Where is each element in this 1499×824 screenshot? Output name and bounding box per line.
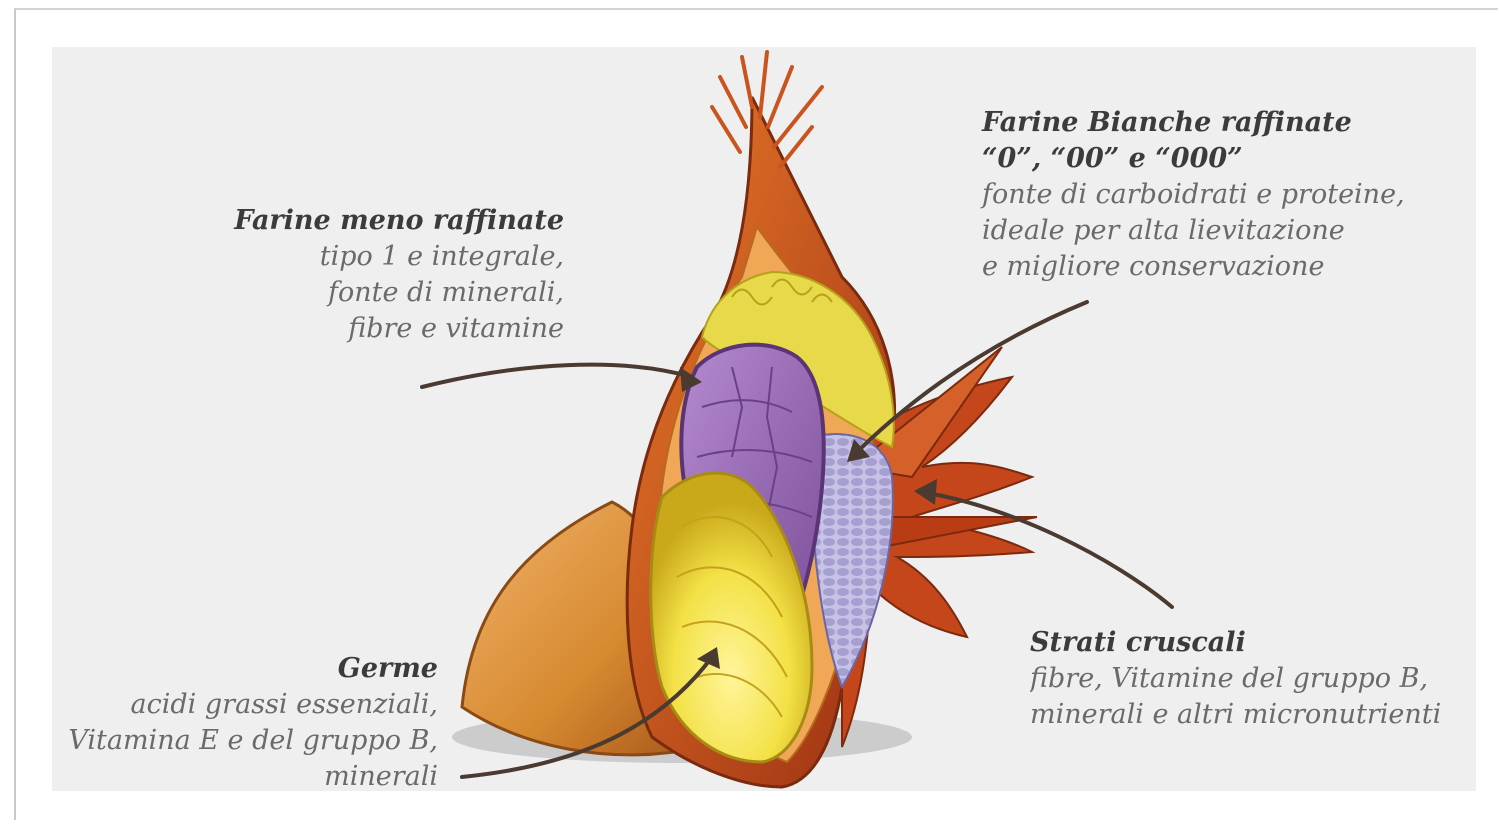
arrow-farine-meno (422, 365, 692, 387)
label-farine-meno-raffinate: Farine meno raffinate tipo 1 e integrale… (192, 203, 564, 347)
label-title: Farine meno raffinate (192, 203, 564, 239)
label-title: Strati cruscali (1030, 625, 1476, 661)
label-line: tipo 1 e integrale, (192, 239, 564, 275)
label-strati-cruscali: Strati cruscali fibre, Vitamine del grup… (1030, 625, 1476, 733)
label-line: minerali (52, 759, 438, 791)
label-line: fonte di minerali, (192, 275, 564, 311)
label-title-grades: “0”, “00” e “000” (982, 141, 1462, 177)
label-title: Farine Bianche raffinate (982, 105, 1462, 141)
label-line: fonte di carboidrati e proteine, (982, 177, 1462, 213)
label-line: minerali e altri micronutrienti (1030, 697, 1476, 733)
label-line: fibre e vitamine (192, 311, 564, 347)
label-title: Germe (52, 651, 438, 687)
label-line: fibre, Vitamine del gruppo B, (1030, 661, 1476, 697)
label-line: Vitamina E e del gruppo B, (52, 723, 438, 759)
label-line: e migliore conservazione (982, 249, 1462, 285)
label-germe: Germe acidi grassi essenziali, Vitamina … (52, 651, 438, 791)
label-line: acidi grassi essenziali, (52, 687, 438, 723)
label-farine-bianche-raffinate: Farine Bianche raffinate “0”, “00” e “00… (982, 105, 1462, 285)
diagram-panel: Farine meno raffinate tipo 1 e integrale… (52, 47, 1476, 791)
label-line: ideale per alta lievitazione (982, 213, 1462, 249)
